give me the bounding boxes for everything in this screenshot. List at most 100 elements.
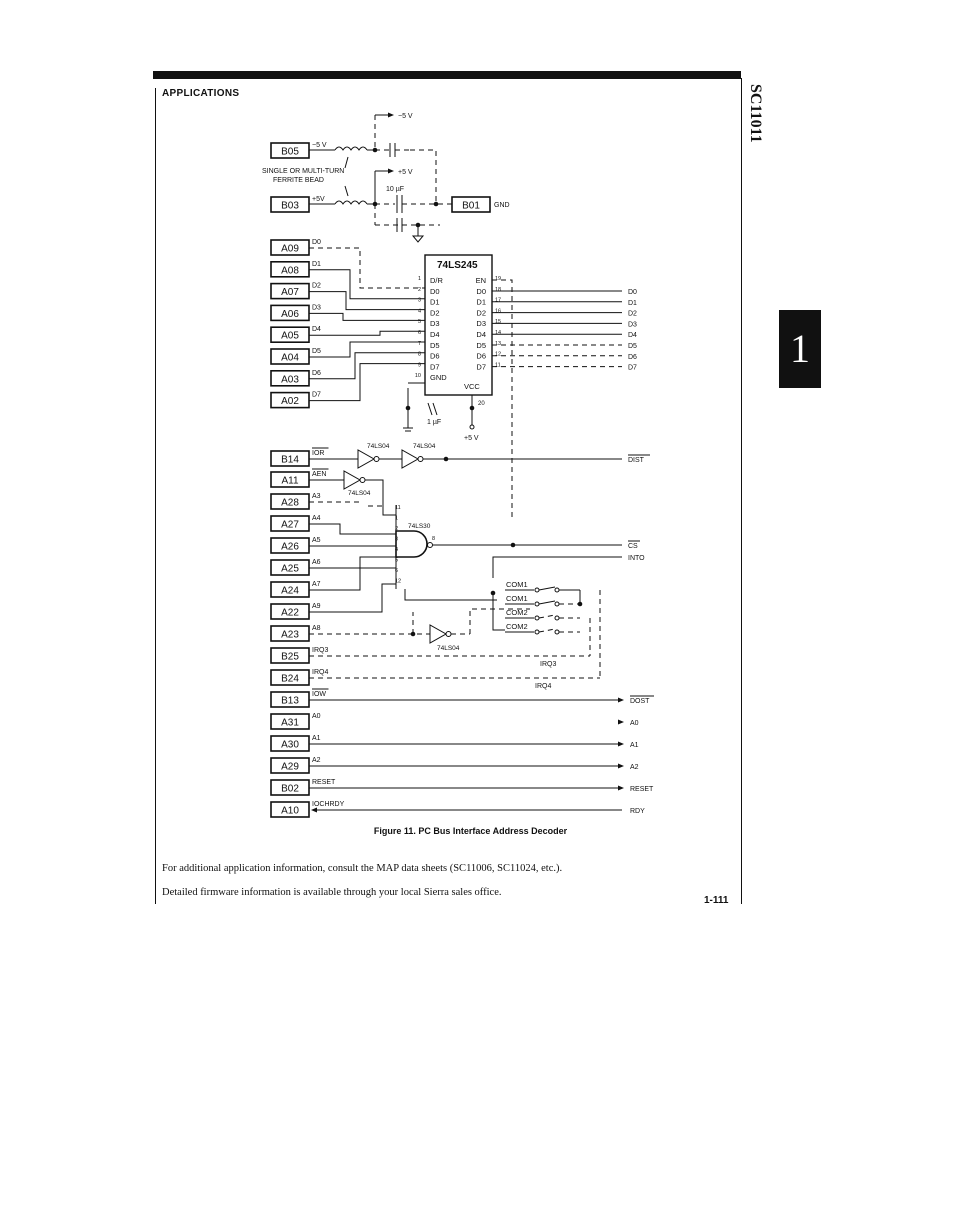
ic-pin-name: D5 (476, 341, 486, 350)
connector-pin-label: A23 (281, 630, 299, 641)
wire (344, 185, 349, 197)
figure-caption: Figure 11. PC Bus Interface Address Deco… (0, 826, 957, 836)
arrow-head (618, 763, 624, 769)
connector-pin-label: A06 (281, 309, 299, 320)
bus-signal-label: D6 (312, 370, 321, 377)
switch-contact (534, 601, 540, 607)
data-out-label: D6 (628, 354, 637, 361)
ic-pin-number: 7 (418, 341, 421, 347)
bus-signal-label: D7 (312, 392, 321, 399)
junction-dot (577, 601, 583, 607)
gate-label: 74LS04 (348, 490, 371, 497)
connector-pin-label: A29 (281, 762, 299, 773)
data-out-label: D7 (628, 365, 637, 372)
section-title: APPLICATIONS (162, 88, 240, 99)
data-out-label: D5 (628, 343, 637, 350)
switch-contact (554, 615, 560, 621)
power-label: −5 V (312, 142, 327, 149)
ic-pin-name: D2 (476, 308, 486, 317)
junction-dot (469, 405, 475, 411)
bus-signal-label: D2 (312, 283, 321, 290)
data-out-label: D1 (628, 300, 637, 307)
cap-label: 1 µF (427, 419, 441, 426)
power-label: +5 V (398, 169, 413, 176)
wire (469, 608, 530, 634)
connector-pin-label: A26 (281, 542, 299, 553)
connector-pin-label: A04 (281, 353, 299, 364)
data-wire (309, 330, 425, 336)
wire (427, 402, 433, 416)
ic-pin-name: D2 (430, 308, 440, 317)
data-wire (309, 341, 425, 358)
data-wire (309, 363, 425, 402)
arrow-head (618, 785, 624, 791)
ic-pin-name: D/R (430, 276, 444, 285)
control-signal-label: RESET (312, 779, 336, 786)
ic-pin-number: 8 (432, 536, 435, 542)
ic-pin-name: D0 (430, 287, 440, 296)
paragraph-1: For additional application information, … (162, 863, 563, 874)
connector-pin-label: A02 (281, 396, 299, 407)
inverter-bubble (417, 456, 424, 462)
connector-pin-label: A30 (281, 740, 299, 751)
ferrite-label: SINGLE OR MULTI-TURN (262, 168, 344, 175)
control-signal-label: IRQ4 (312, 669, 328, 676)
wire (492, 279, 513, 520)
switch-contact (554, 587, 560, 593)
com-switch-label: COM2 (506, 622, 528, 631)
control-signal-label: A7 (312, 581, 321, 588)
control-out-label: RDY (630, 808, 645, 815)
wire (344, 156, 349, 169)
control-signal-label: A3 (312, 493, 321, 500)
left-margin-rule (155, 88, 156, 904)
data-out-label: D2 (628, 311, 637, 318)
power-label: +5V (312, 196, 325, 203)
control-out-label: DOST (630, 698, 650, 705)
connector-pin-label: A08 (281, 265, 299, 276)
control-signal-label: A0 (312, 713, 321, 720)
wire (365, 479, 396, 516)
switch-contact (534, 629, 540, 635)
wire (410, 149, 437, 204)
ic-pin-number: 2 (395, 526, 398, 532)
ic-pin-number: 11 (395, 505, 401, 511)
ic-pin-number: 8 (418, 352, 421, 358)
ferrite-label: FERRITE BEAD (273, 177, 324, 184)
right-margin-rule (741, 78, 742, 904)
wire (492, 593, 505, 631)
junction-dot (405, 405, 411, 411)
data-out-label: D0 (628, 289, 637, 296)
connector-pin-label: B14 (281, 455, 299, 466)
control-signal-label: A1 (312, 735, 321, 742)
data-out-label: D3 (628, 321, 637, 328)
ic-pin-name: D3 (476, 319, 486, 328)
ic-pin-number: 9 (418, 362, 421, 368)
wire (309, 583, 396, 613)
connector-pin-label: B02 (281, 784, 299, 795)
ic-pin-number: 10 (415, 373, 421, 379)
switch-contact (534, 615, 540, 621)
ic-pin-name: D3 (430, 319, 440, 328)
connector-pin-label: B01 (462, 201, 480, 212)
ic-pin-number: 3 (418, 298, 421, 304)
switch-blade (538, 600, 556, 605)
vcc-terminal (469, 424, 475, 430)
ic-pin-name: D6 (430, 352, 440, 361)
wire (404, 589, 497, 601)
switch-contact (554, 629, 560, 635)
figure-caption-text: Figure 11. PC Bus Interface Address Deco… (373, 826, 568, 836)
irq-label: IRQ4 (535, 683, 551, 690)
ic-pin-number: 20 (478, 401, 485, 407)
control-out-label: A1 (630, 742, 639, 749)
wire (309, 556, 396, 569)
control-signal-label: AEN (312, 471, 326, 478)
connector-pin-label: B25 (281, 652, 299, 663)
connector-pin-label: B05 (281, 147, 299, 158)
inverter-bubble (445, 631, 452, 637)
data-out-label: D4 (628, 332, 637, 339)
ic-pin-name: D5 (430, 341, 440, 350)
connector-pin-label: A22 (281, 608, 299, 619)
control-signal-label: A2 (312, 757, 321, 764)
junction-dot (433, 201, 439, 207)
ic-pin-name: D6 (476, 352, 486, 361)
